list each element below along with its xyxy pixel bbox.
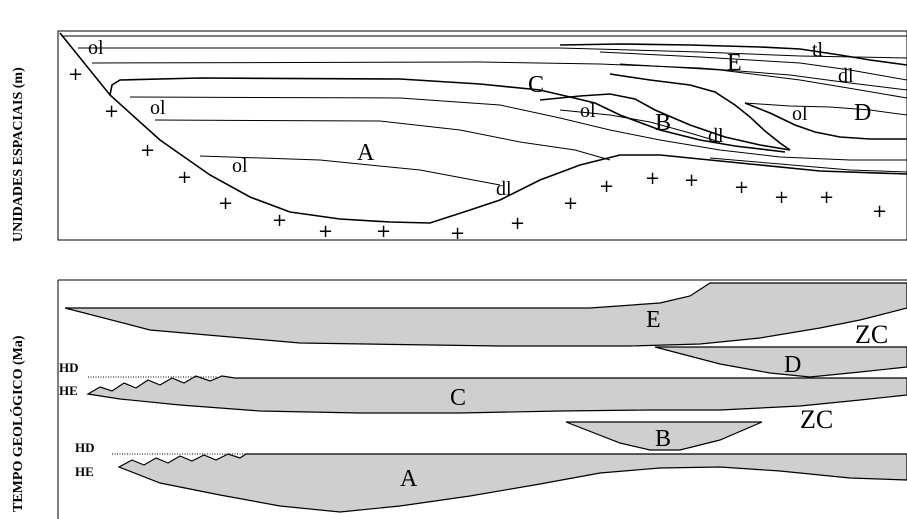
top-y-axis-label: UNIDADES ESPACIAIS (m) <box>11 67 26 242</box>
basement-cross: + <box>599 176 614 197</box>
basement-crosses: + + + + + + + + + + + + + + + + + + <box>68 64 887 244</box>
unit-label: B <box>655 426 671 452</box>
unit-c-base <box>110 78 785 152</box>
unit-label: D <box>854 100 871 126</box>
facies-label: ol <box>150 97 166 119</box>
unit-c-shape <box>88 376 907 413</box>
basement-cross: + <box>774 187 789 208</box>
unit-label: D <box>784 352 801 378</box>
unit-label: C <box>528 72 544 98</box>
surface-label: HE <box>59 383 78 398</box>
unit-label: A <box>400 466 418 492</box>
unit-label: B <box>655 110 671 136</box>
facies-label: dl <box>838 65 854 87</box>
unit-label: E <box>727 50 742 76</box>
basement-cross: + <box>510 213 525 234</box>
facies-label: ol <box>792 103 808 125</box>
unit-label: C <box>450 385 466 411</box>
bottom-y-axis-label: TEMPO GEOLÓGICO (Ma) <box>9 335 26 512</box>
geologic-time-panel: TEMPO GEOLÓGICO (Ma) HD HE HD HE E D C B… <box>9 280 907 519</box>
surface-label: HD <box>59 360 79 375</box>
basement-cross: + <box>645 168 660 189</box>
surface-label: HE <box>75 464 94 479</box>
unit-label: A <box>357 140 375 166</box>
unit-label: E <box>646 307 661 333</box>
layer-line <box>155 120 610 160</box>
facies-label: dl <box>496 178 512 200</box>
basement-cross: + <box>104 101 119 122</box>
unit-a-shape <box>119 454 907 512</box>
basement-cross: + <box>684 170 699 191</box>
facies-label: ol <box>580 100 596 122</box>
unit-d-shape <box>655 347 907 377</box>
facies-label: ol <box>232 155 248 177</box>
basement-cross: + <box>218 193 233 214</box>
basement-cross: + <box>563 193 578 214</box>
zone-label: ZC <box>855 320 888 349</box>
basement-cross: + <box>819 187 834 208</box>
basement-cross: + <box>734 177 749 198</box>
basement-cross: + <box>177 167 192 188</box>
unit-d-top <box>610 74 790 150</box>
unit-e-shape <box>65 283 907 346</box>
facies-label: ol <box>88 37 104 59</box>
basement-cross: + <box>450 223 465 244</box>
facies-label: dl <box>708 125 724 147</box>
spatial-units-panel: UNIDADES ESPACIAIS (m) ol ol ol ol ol dl <box>11 31 907 244</box>
basement-cross: + <box>872 201 887 222</box>
facies-label: tl <box>812 39 824 61</box>
basement-cross: + <box>68 64 83 85</box>
basement-cross: + <box>318 221 333 242</box>
basement-cross: + <box>376 221 391 242</box>
layer-line <box>78 48 907 58</box>
surface-label: HD <box>75 440 95 455</box>
basement-cross: + <box>272 210 287 231</box>
basement-cross: + <box>140 140 155 161</box>
zone-label: ZC <box>800 405 833 434</box>
